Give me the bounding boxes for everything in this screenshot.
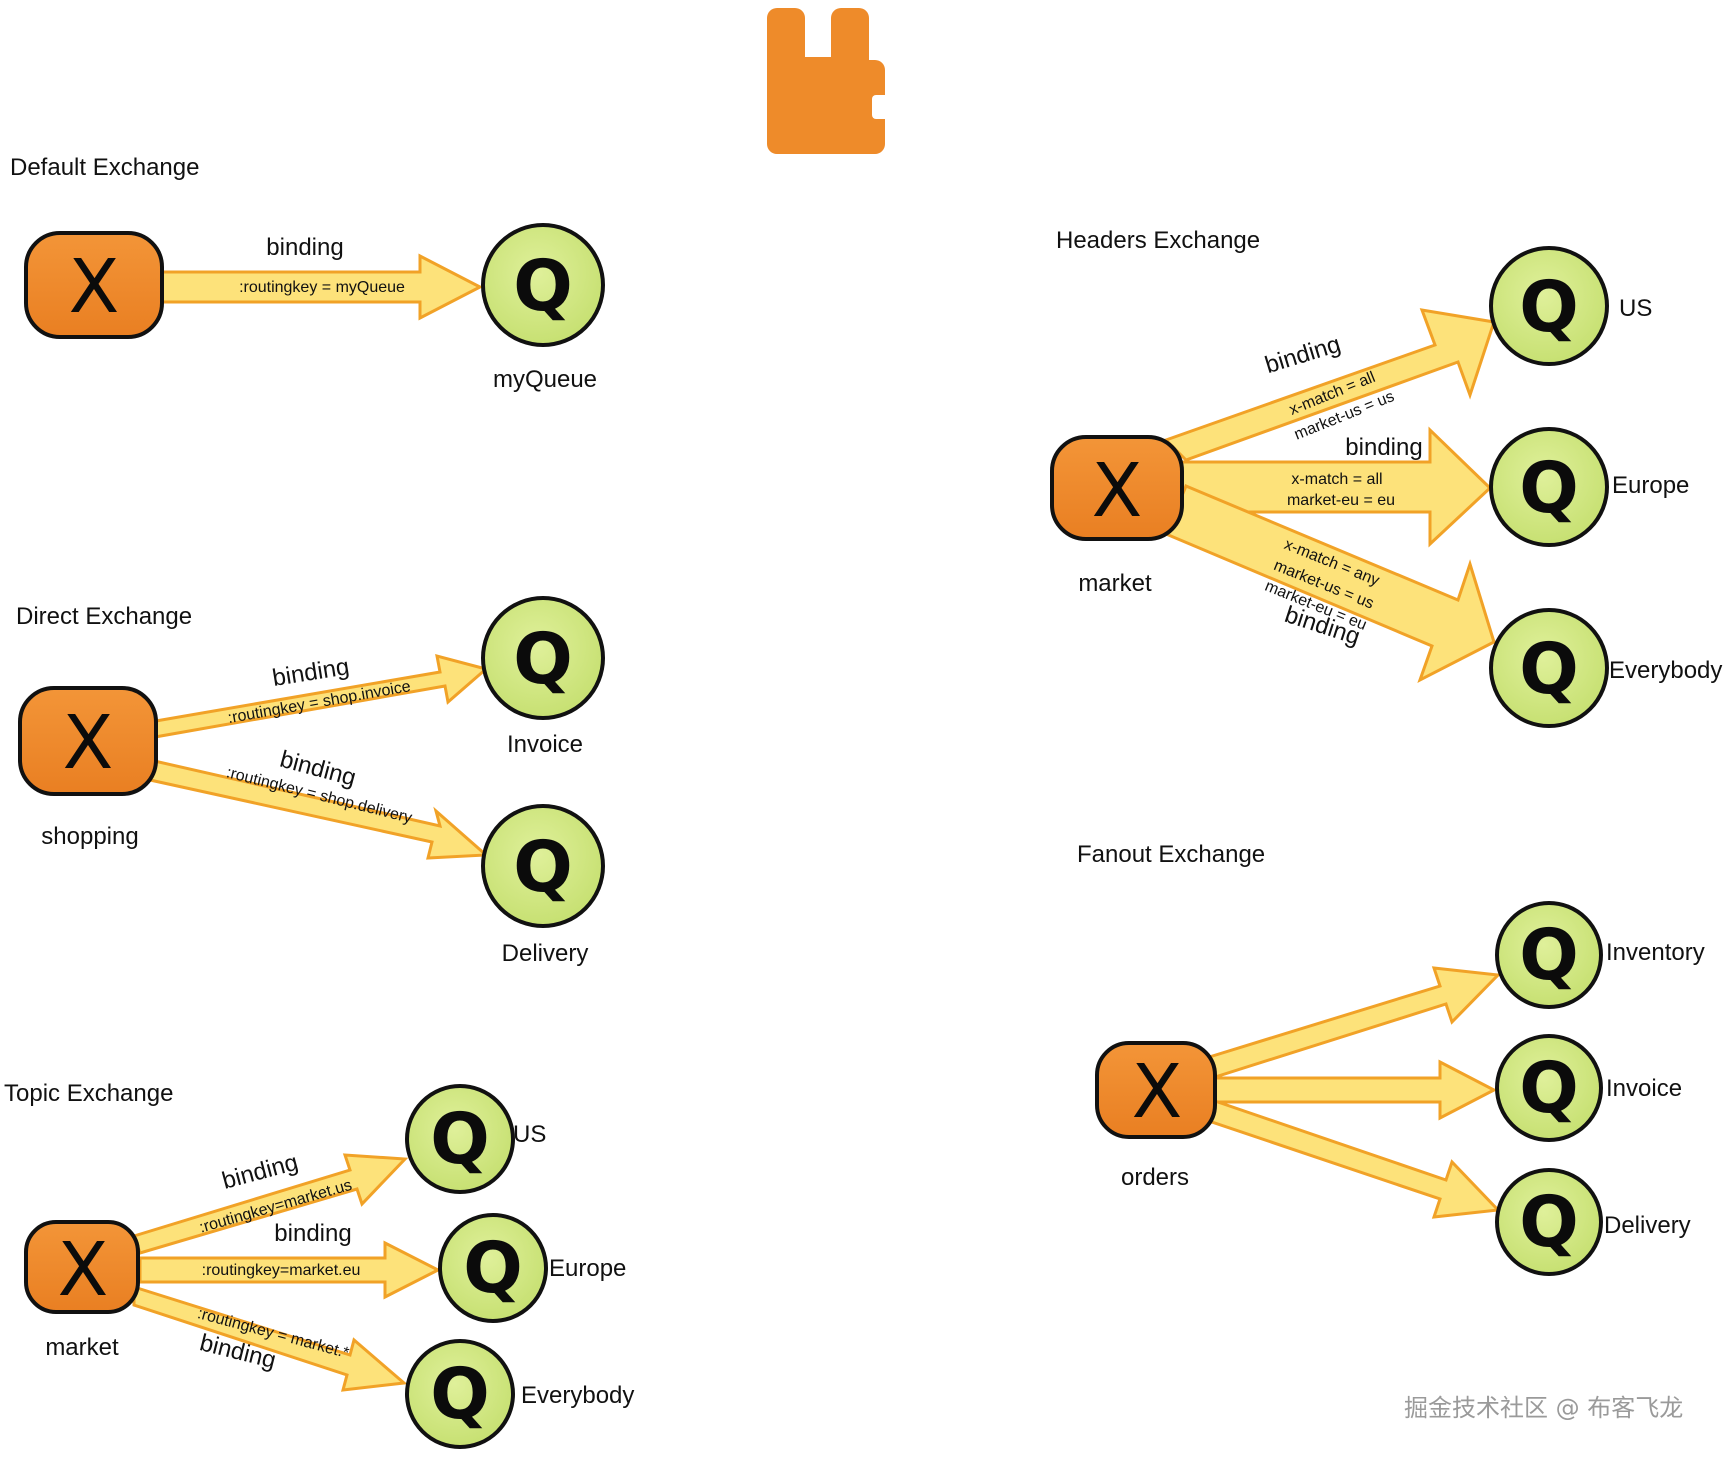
exchange-name: orders	[1121, 1164, 1189, 1191]
section-title: Fanout Exchange	[1077, 841, 1265, 868]
binding-arrow	[132, 1153, 409, 1255]
exchange-name: market	[1078, 570, 1152, 597]
binding-arrow	[1164, 484, 1496, 684]
topic-exchange-section: Topic Exchange binding :routingkey=marke…	[4, 1080, 634, 1449]
queue-node: Q	[481, 596, 605, 720]
exchange-symbol: X	[69, 244, 120, 330]
queue-node: Q	[1489, 427, 1609, 547]
queue-symbol: Q	[1519, 447, 1579, 529]
exchange-node: X	[1050, 435, 1184, 541]
exchange-symbol: X	[63, 700, 114, 786]
queue-node: Q	[405, 1339, 515, 1449]
queue-name: Invoice	[507, 731, 583, 758]
queue-symbol: Q	[430, 1098, 490, 1180]
queue-name: Invoice	[1606, 1075, 1682, 1102]
queue-symbol: Q	[463, 1227, 523, 1309]
rabbitmq-logo-icon	[767, 8, 902, 154]
binding-label: binding	[270, 653, 351, 692]
queue-symbol: Q	[1519, 1047, 1579, 1129]
header-label: x-match = all	[1291, 471, 1382, 488]
section-title: Default Exchange	[10, 154, 199, 181]
exchange-name: shopping	[41, 823, 138, 850]
exchange-node: X	[24, 231, 164, 339]
header-label: market-eu = eu	[1287, 492, 1395, 509]
exchange-symbol: X	[1092, 448, 1143, 534]
exchange-node: X	[1095, 1041, 1217, 1139]
queue-name: US	[1619, 295, 1652, 322]
exchange-symbol: X	[1132, 1049, 1183, 1135]
queue-name: Everybody	[1609, 657, 1722, 684]
queue-name: Delivery	[502, 940, 589, 967]
queue-name: Europe	[549, 1255, 626, 1282]
queue-name: US	[513, 1121, 546, 1148]
binding-arrow	[148, 653, 490, 739]
section-title: Topic Exchange	[4, 1080, 173, 1107]
binding-arrow	[132, 1284, 408, 1392]
queue-symbol: Q	[513, 618, 573, 700]
queue-symbol: Q	[513, 826, 573, 908]
binding-arrow	[1210, 1059, 1498, 1121]
binding-label: binding	[1262, 331, 1344, 379]
binding-label: binding	[266, 234, 343, 261]
queue-node: Q	[1489, 246, 1609, 366]
watermark-text: 掘金技术社区 @ 布客飞龙	[1404, 1394, 1683, 1422]
headers-exchange-section: Headers Exchange binding x-match = all m…	[1050, 227, 1722, 728]
binding-arrow	[1163, 308, 1496, 462]
queue-symbol: Q	[1519, 266, 1579, 348]
section-title: Headers Exchange	[1056, 227, 1260, 254]
fanout-exchange-section: Fanout Exchange X orders Q Inventory Q I…	[1077, 841, 1705, 1276]
exchange-node: X	[24, 1220, 140, 1314]
queue-name: Inventory	[1606, 939, 1705, 966]
queue-node: Q	[1489, 608, 1609, 728]
queue-symbol: Q	[1519, 914, 1579, 996]
queue-name: Europe	[1612, 472, 1689, 499]
binding-label: binding	[1345, 434, 1422, 461]
default-exchange-section: Default Exchange binding :routingkey = m…	[10, 154, 605, 393]
exchange-node: X	[18, 686, 158, 796]
routing-key-label: :routingkey=market.eu	[202, 1262, 361, 1279]
routing-key-label: :routingkey = myQueue	[239, 279, 405, 296]
queue-symbol: Q	[430, 1353, 490, 1435]
queue-symbol: Q	[1519, 628, 1579, 710]
binding-arrow	[138, 1240, 442, 1300]
queue-node: Q	[481, 223, 605, 347]
queue-name: Delivery	[1604, 1212, 1691, 1239]
queue-node: Q	[481, 804, 605, 928]
section-title: Direct Exchange	[16, 603, 192, 630]
binding-label: binding	[274, 1220, 351, 1247]
queue-node: Q	[1495, 1034, 1603, 1142]
queue-name: myQueue	[493, 366, 597, 393]
direct-exchange-section: Direct Exchange binding :routingkey = sh…	[16, 596, 605, 967]
queue-node: Q	[438, 1213, 548, 1323]
binding-arrow	[1204, 966, 1502, 1080]
queue-name: Everybody	[521, 1382, 634, 1409]
queue-node: Q	[1495, 901, 1603, 1009]
binding-arrow	[148, 758, 490, 860]
binding-arrow	[1204, 1098, 1502, 1219]
exchange-name: market	[45, 1334, 119, 1361]
exchange-symbol: X	[58, 1227, 109, 1313]
binding-arrow	[158, 253, 484, 321]
queue-symbol: Q	[513, 245, 573, 327]
queue-node: Q	[405, 1084, 515, 1194]
queue-node: Q	[1495, 1168, 1603, 1276]
queue-symbol: Q	[1519, 1181, 1579, 1263]
